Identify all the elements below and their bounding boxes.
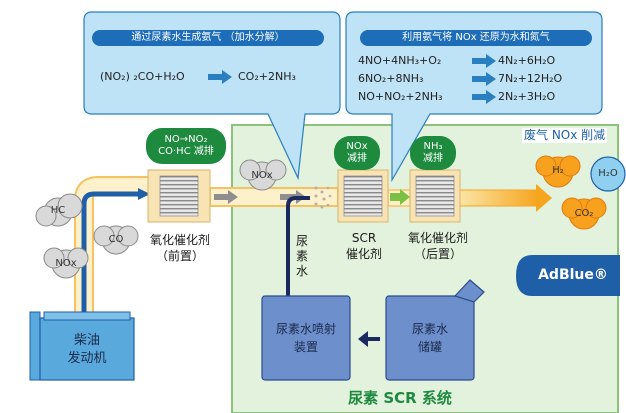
cloud-nox-left bbox=[43, 247, 89, 279]
cloud-co bbox=[93, 225, 139, 255]
eq-r2-left: 6NO₂+8NH₃ bbox=[358, 72, 424, 85]
scr-catalyst-grid bbox=[343, 175, 383, 217]
urea-water-label: 尿 素 水 bbox=[295, 234, 308, 278]
tank-cap bbox=[453, 279, 485, 303]
cloud-hc bbox=[35, 193, 83, 227]
scr-catalyst-label: SCR 催化剂 bbox=[345, 231, 382, 261]
cloud-h2 bbox=[535, 155, 581, 188]
tank-to-injector-arrow bbox=[358, 331, 380, 347]
flow-green-arrow bbox=[390, 189, 410, 205]
cloud-co2-label: CO₂ bbox=[574, 208, 594, 219]
rear-catalyst-grid bbox=[415, 175, 455, 217]
bubble-right-title: 利用氨气将 NOx 还原为水和氮气 bbox=[360, 30, 592, 46]
tank-label: 尿素水 储罐 bbox=[411, 322, 448, 354]
rear-catalyst-label: 氧化催化剂 （后置） bbox=[407, 231, 468, 261]
injector-label: 尿素水喷射 装置 bbox=[275, 322, 336, 354]
injector-box bbox=[261, 295, 351, 381]
eq-r1-right: 4N₂+6H₂O bbox=[498, 54, 556, 67]
cloud-co-label: CO bbox=[108, 234, 124, 245]
cloud-nox-mid bbox=[239, 159, 287, 191]
front-catalyst-grid bbox=[159, 175, 199, 217]
flow-blue-arrowhead bbox=[138, 188, 150, 200]
cloud-hc-label: HC bbox=[50, 205, 66, 216]
exhaust-reduction-label: 废气 NOx 削减 bbox=[522, 128, 608, 143]
cloud-co2 bbox=[561, 197, 607, 230]
system-title: 尿素 SCR 系统 bbox=[348, 389, 452, 407]
eq-r3-left: NO+NO₂+2NH₃ bbox=[358, 90, 443, 103]
engine-block bbox=[29, 311, 135, 381]
eq-left-products: CO₂+2NH₃ bbox=[238, 70, 296, 83]
cloud-nox-left-label: NOx bbox=[55, 258, 77, 269]
flow-blue-line bbox=[81, 191, 140, 318]
bubble-left-shape bbox=[83, 11, 341, 181]
pill-nh3-reduction: NH₃ 减排 bbox=[410, 136, 456, 170]
cloud-nox-mid-label: NOx bbox=[251, 170, 273, 181]
eq-r3-right: 2N₂+3H₂O bbox=[498, 90, 556, 103]
engine-label: 柴油 发动机 bbox=[67, 333, 107, 366]
bubble-left-title: 通过尿素水生成氨气 （加水分解） bbox=[92, 30, 324, 46]
tank-box bbox=[385, 295, 475, 381]
adblue-label: AdBlue® bbox=[538, 267, 608, 283]
eq-r1-left: 4NO+4NH₃+O₂ bbox=[358, 54, 442, 67]
pill-oxidation: NO→NO₂ CO·HC 减排 bbox=[146, 128, 226, 164]
cloud-h2o-label: H₂O bbox=[598, 168, 618, 179]
eq-arrow-r2 bbox=[472, 72, 496, 86]
eq-left-reactants: (NO₂) ₂CO+H₂O bbox=[100, 70, 185, 83]
eq-arrow-left bbox=[208, 70, 232, 84]
pipe-outlet bbox=[457, 189, 539, 207]
pill-nox-reduction: NOx 减排 bbox=[334, 136, 380, 170]
eq-arrow-r3 bbox=[472, 90, 496, 104]
cloud-h2-label: H₂ bbox=[552, 165, 564, 176]
urea-spray bbox=[314, 186, 332, 209]
adblue-badge bbox=[516, 255, 620, 296]
eq-r2-right: 7N₂+12H₂O bbox=[498, 72, 563, 85]
cloud-h2o bbox=[590, 156, 626, 192]
front-catalyst-label: 氧化催化剂 （前置） bbox=[149, 233, 210, 263]
flow-orange-arrowhead bbox=[536, 184, 552, 212]
flow-gray-arrow-1 bbox=[214, 190, 238, 204]
eq-arrow-r1 bbox=[472, 54, 496, 68]
urea-line bbox=[286, 196, 310, 296]
